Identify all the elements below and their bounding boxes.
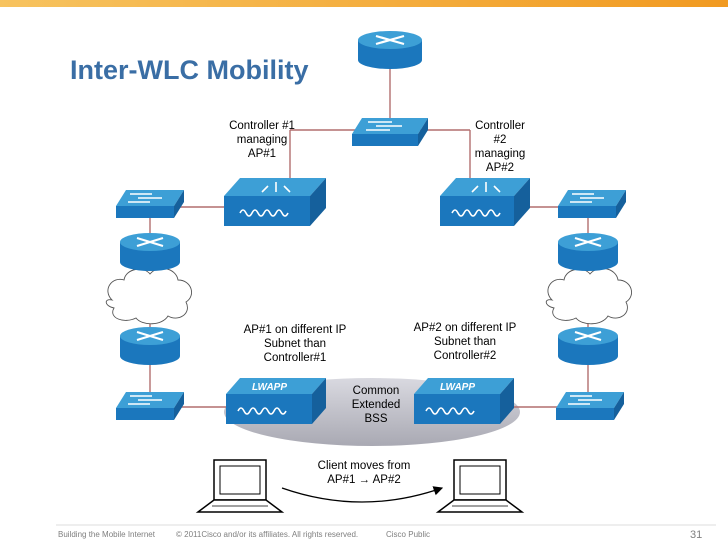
page-number: 31: [690, 529, 703, 541]
cloud-right: [545, 267, 632, 325]
controller-1-label: Controller #1 managing AP#1: [229, 120, 295, 160]
left-switch-top: [116, 190, 184, 218]
footer-copyright: © 2011Cisco and/or its affiliates. All r…: [176, 530, 359, 539]
laptop-right-icon: [435, 459, 525, 513]
controller-2-device: [440, 178, 530, 226]
lwapp-label-2: LWAPP: [440, 382, 475, 393]
slide-title: Inter-WLC Mobility: [70, 55, 309, 85]
lwapp-label-1: LWAPP: [252, 382, 287, 393]
cloud-left: [105, 267, 192, 325]
right-router-top: [558, 233, 618, 271]
common-extended-bss-label: Common Extended BSS: [351, 385, 401, 425]
right-switch-bottom: [556, 392, 624, 420]
right-router-bottom: [558, 327, 618, 365]
left-router-top: [120, 233, 180, 271]
laptop-left-icon: [195, 459, 285, 513]
footer-left-text: Building the Mobile Internet: [58, 530, 155, 539]
controller-2-label: Controller #2 managing AP#2: [474, 120, 526, 174]
client-move-label: Client moves from AP#1 → AP#2: [317, 460, 411, 486]
ap1-subnet-note: AP#1 on different IP Subnet than Control…: [243, 324, 347, 364]
core-router: [358, 31, 422, 69]
access-point-2: LWAPP: [414, 378, 514, 424]
client-move-arrow: [281, 486, 444, 503]
left-router-bottom: [120, 327, 180, 365]
core-switch: [352, 118, 428, 146]
top-accent-bar: [0, 0, 728, 7]
controller-1-device: [224, 178, 326, 226]
right-switch-top: [558, 190, 626, 218]
ap2-subnet-note: AP#2 on different IP Subnet than Control…: [413, 322, 517, 362]
access-point-1: LWAPP: [226, 378, 326, 424]
left-switch-bottom: [116, 392, 184, 420]
footer-classification: Cisco Public: [386, 530, 431, 539]
